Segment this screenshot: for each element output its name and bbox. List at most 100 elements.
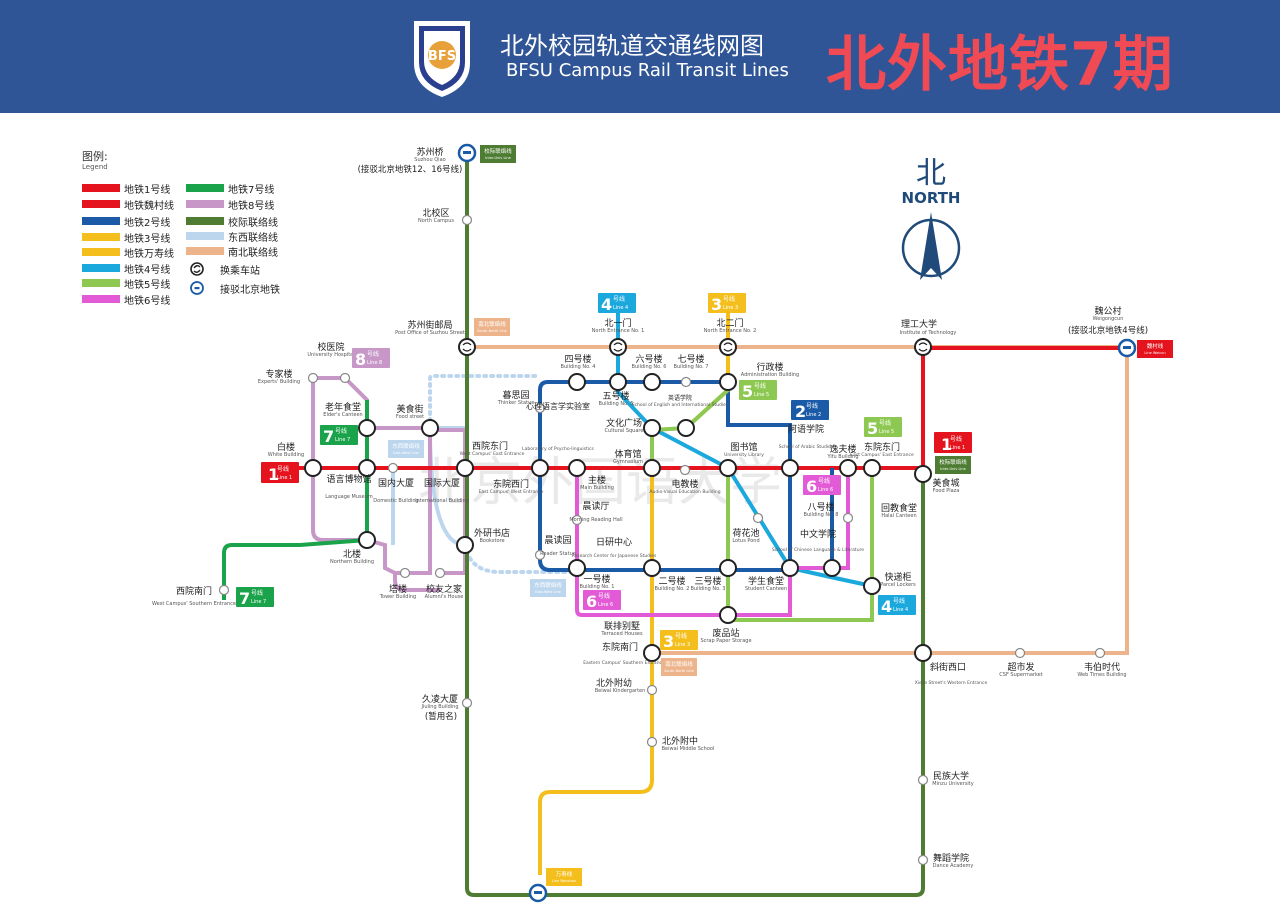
- line-south-north: [467, 345, 1129, 655]
- svg-text:校际联络线: 校际联络线: [939, 458, 967, 466]
- svg-text:号线: 号线: [277, 465, 289, 473]
- svg-text:Institute of Technology: Institute of Technology: [900, 330, 957, 336]
- svg-text:School of Arabic Studies: School of Arabic Studies: [779, 444, 834, 450]
- svg-text:2: 2: [795, 402, 806, 421]
- svg-text:Line 4: Line 4: [893, 607, 908, 613]
- svg-text:Food street: Food street: [396, 414, 424, 420]
- svg-text:Weigongcun: Weigongcun: [1093, 316, 1124, 322]
- svg-text:舞蹈学院: 舞蹈学院: [933, 852, 969, 864]
- svg-text:美食城: 美食城: [932, 477, 959, 489]
- svg-text:北一门: 北一门: [604, 317, 631, 329]
- svg-text:Thinker Statue: Thinker Statue: [497, 400, 535, 406]
- svg-text:号线: 号线: [754, 382, 766, 390]
- svg-text:Gymnasium: Gymnasium: [613, 459, 643, 465]
- svg-text:Line 8: Line 8: [367, 360, 382, 366]
- svg-text:School of Chinese Language & L: School of Chinese Language & Literature: [772, 547, 864, 553]
- svg-text:North Campus: North Campus: [418, 218, 454, 224]
- svg-text:Line 2: Line 2: [806, 412, 821, 418]
- svg-text:Language Museum: Language Museum: [325, 494, 373, 500]
- svg-text:韦伯时代: 韦伯时代: [1084, 661, 1120, 673]
- line-6: [575, 468, 850, 617]
- bfsu-logo: BFS: [414, 21, 470, 97]
- svg-text:Cultural Square: Cultural Square: [605, 428, 644, 434]
- svg-text:(接驳北京地铁4号线): (接驳北京地铁4号线): [1068, 325, 1148, 336]
- svg-text:南北联络线: 南北联络线: [665, 660, 693, 668]
- svg-text:East Campus' East Entrance: East Campus' East Entrance: [850, 452, 914, 458]
- regular-stations: [218, 214, 1106, 866]
- svg-text:西院东门: 西院东门: [472, 440, 508, 452]
- svg-text:民族大学: 民族大学: [933, 770, 969, 782]
- svg-text:Domestic Building: Domestic Building: [373, 498, 418, 504]
- svg-text:7: 7: [323, 427, 334, 446]
- svg-text:Post Office of Suzhou Street: Post Office of Suzhou Street: [395, 330, 465, 336]
- svg-text:Line 7: Line 7: [335, 437, 350, 443]
- transfer-stations: [304, 338, 932, 662]
- svg-text:号线: 号线: [598, 592, 610, 600]
- svg-text:Inter-Univ Line: Inter-Univ Line: [940, 467, 965, 471]
- edition-title: 北外地铁7期: [826, 30, 1174, 100]
- line-5: [650, 388, 874, 622]
- svg-text:North Entrance No. 2: North Entrance No. 2: [704, 328, 757, 334]
- svg-text:Line Weicun: Line Weicun: [1144, 351, 1165, 355]
- svg-text:东院东门: 东院东门: [864, 441, 900, 453]
- svg-text:Elder's Canteen: Elder's Canteen: [323, 412, 362, 418]
- svg-text:七号楼: 七号楼: [677, 353, 704, 365]
- svg-text:主楼: 主楼: [588, 474, 606, 486]
- svg-text:Building No. 7: Building No. 7: [674, 364, 709, 370]
- svg-text:Xiejie Street's Western Entran: Xiejie Street's Western Entrance: [915, 680, 988, 686]
- svg-text:校际联络线: 校际联络线: [484, 147, 512, 155]
- svg-text:University Hospital: University Hospital: [307, 352, 354, 358]
- svg-text:Line 3: Line 3: [723, 305, 738, 311]
- svg-text:北外附中: 北外附中: [662, 735, 698, 747]
- svg-text:6: 6: [586, 592, 597, 611]
- svg-text:八号楼: 八号楼: [807, 501, 834, 513]
- svg-text:Audio-Visual Education Buildin: Audio-Visual Education Building: [649, 489, 720, 495]
- svg-text:West Campus' East Entrance: West Campus' East Entrance: [460, 451, 525, 457]
- svg-text:Line Wanshou: Line Wanshou: [552, 879, 576, 883]
- svg-text:国际大厦: 国际大厦: [424, 477, 460, 489]
- svg-text:五号楼: 五号楼: [602, 390, 629, 402]
- line-7: [222, 400, 369, 600]
- beijing-subway-icons: [457, 143, 1137, 903]
- svg-text:东院西门: 东院西门: [493, 478, 529, 490]
- svg-text:中文学院: 中文学院: [800, 528, 836, 540]
- svg-text:号线: 号线: [367, 350, 379, 358]
- svg-text:专家楼: 专家楼: [265, 368, 292, 380]
- beijing-subway-icon: [190, 281, 204, 295]
- svg-text:Line 6: Line 6: [598, 602, 613, 608]
- svg-text:Building No. 1: Building No. 1: [580, 584, 615, 590]
- svg-text:Lotus Pond: Lotus Pond: [732, 538, 759, 544]
- svg-text:体育馆: 体育馆: [614, 448, 641, 460]
- svg-text:East-West Line: East-West Line: [393, 451, 419, 455]
- svg-text:老年食堂: 老年食堂: [325, 401, 361, 413]
- svg-text:Line 4: Line 4: [613, 305, 628, 311]
- line-8: [311, 376, 432, 575]
- svg-text:北外附幼: 北外附幼: [596, 677, 632, 689]
- svg-text:Eastern Campus' Southern Entra: Eastern Campus' Southern Entrance: [583, 660, 665, 666]
- svg-text:日研中心: 日研中心: [596, 536, 632, 548]
- svg-text:Line 5: Line 5: [754, 392, 769, 398]
- rail-map: 北京外国语大学 北 NORTH: [152, 143, 1173, 903]
- svg-text:NORTH: NORTH: [902, 189, 961, 207]
- svg-text:Line 3: Line 3: [675, 642, 690, 648]
- svg-text:Building No. 8: Building No. 8: [804, 512, 839, 518]
- svg-text:文化广场: 文化广场: [606, 417, 642, 429]
- svg-text:Inter-Univ Line: Inter-Univ Line: [485, 156, 510, 160]
- svg-text:Halal Canteen: Halal Canteen: [881, 513, 916, 519]
- svg-text:Suzhou Qiao: Suzhou Qiao: [414, 157, 445, 163]
- svg-text:二号楼: 二号楼: [658, 575, 685, 587]
- svg-text:逸夫楼: 逸夫楼: [829, 443, 856, 455]
